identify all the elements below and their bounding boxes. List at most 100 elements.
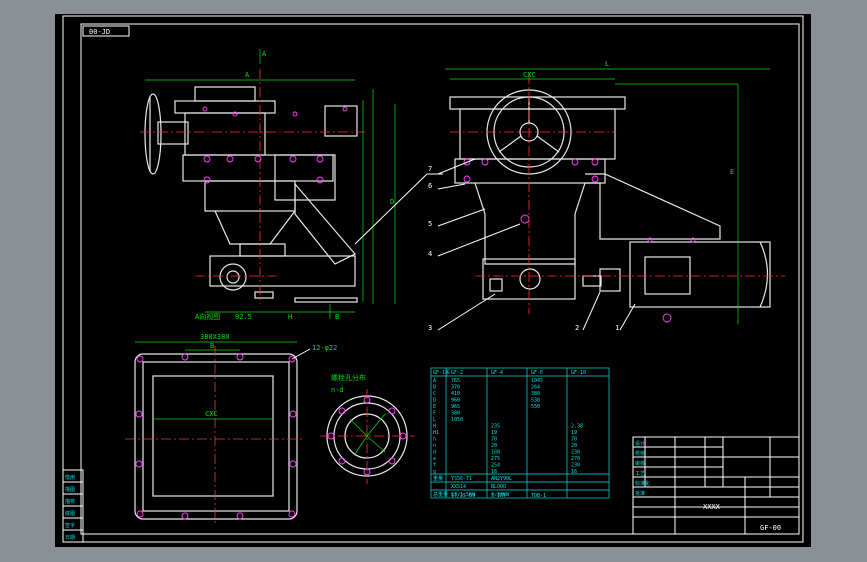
table-cell: E (433, 404, 436, 410)
table-header: GF-10 (571, 370, 586, 376)
table-cell: 16 (491, 469, 497, 475)
table-cell: h (433, 437, 436, 443)
table-cell: n (433, 443, 436, 449)
flange-sub: 螺栓孔分布 (331, 373, 366, 382)
title-row-label: 设计 (635, 440, 645, 447)
table-footer-cell: XXS14 (451, 484, 466, 490)
table-cell: 965 (451, 404, 460, 410)
left-row-label: 签字 (65, 522, 75, 529)
view-a-text: A向视图 (195, 312, 220, 321)
table-footer-cell: GS-1.5KW (451, 492, 476, 498)
table-cell: 264 (531, 385, 540, 391)
table-cell: D (433, 398, 436, 404)
dim-e: E (730, 168, 734, 176)
table-cell: H (433, 424, 436, 430)
view-arrow: A (262, 50, 267, 58)
frame-label: 00-JD (89, 28, 110, 36)
dim-l: L (605, 60, 609, 68)
callout-5: 5 (428, 220, 432, 228)
callout-2: 2 (575, 324, 579, 332)
table-cell: 230 (571, 463, 580, 469)
table-cell: 70 (571, 437, 577, 443)
engineering-drawing: 00-JD (62, 15, 804, 543)
table-cell: 180 (491, 450, 500, 456)
table-cell: 19 (491, 430, 497, 436)
left-row-label: 日期 (65, 535, 75, 541)
table-cell: 410 (451, 391, 460, 397)
callout-3: 3 (428, 324, 432, 332)
inner-frame (80, 23, 800, 535)
table-cell: 1045 (531, 378, 543, 384)
left-row-label: 底图 (65, 510, 75, 517)
table-footer-cell: S-IAY (491, 493, 506, 499)
table-cell: 20 (491, 443, 497, 449)
table-cell: 370 (451, 385, 460, 391)
flange-plan-view: 380X380 B CXC 12-φ22 (125, 333, 337, 526)
dim-d: D (390, 198, 394, 206)
table-header: GF-6 (531, 370, 543, 376)
table-cell: F (433, 411, 436, 417)
table-cell: e (433, 456, 436, 462)
table-cell: 550 (531, 404, 540, 410)
bottom-cxc: CXC (205, 410, 218, 418)
table-cell: H1 (433, 430, 439, 436)
table-cell: A (433, 378, 436, 384)
table-footer-cell: TDB-1 (531, 493, 546, 499)
table-cell: 275 (491, 456, 500, 462)
table-footer-cell: AN2Y90L (491, 476, 512, 482)
title-mid: XXXX (703, 503, 721, 511)
callout-6: 6 (428, 182, 432, 190)
table-footer-cell: BLOOO (491, 484, 506, 490)
table-cell: L (433, 417, 436, 423)
table-cell: 538 (531, 398, 540, 404)
side-view: L CXC E 7 6 5 4 (428, 60, 785, 332)
table-cell: B (433, 385, 436, 391)
table-footer-cell: YS56-T1 (451, 476, 472, 482)
round-flange-view: n-d 螺栓孔分布 (320, 373, 415, 484)
table-cell: 254 (491, 463, 500, 469)
left-row-label: 描校 (65, 498, 75, 505)
table-cell: 19 (571, 430, 577, 436)
frame-label-box (82, 25, 130, 37)
callout-4: 4 (428, 250, 432, 258)
title-row-label: 校核 (635, 450, 645, 457)
outer-frame (62, 15, 804, 543)
title-name: GF-00 (760, 524, 781, 532)
table-cell: 380 (451, 411, 460, 417)
table-cell: g (433, 469, 436, 475)
hole-spec: 12-φ22 (312, 344, 337, 352)
table-cell: C (433, 391, 436, 397)
table-cell: 380 (531, 391, 540, 397)
table-cell: 765 (451, 378, 460, 384)
table-cell: 2.38 (571, 424, 583, 430)
drawing-canvas[interactable]: 00-JD (55, 14, 811, 547)
table-footer-cell: 17/25-B9 (451, 493, 475, 499)
table-cell: 235 (491, 424, 500, 430)
bottom-b: B (210, 342, 214, 350)
title-row-label: 工艺 (635, 471, 645, 477)
callout-1: 1 (615, 324, 619, 332)
bottom-size: 380X380 (200, 333, 230, 341)
table-cell: 230 (571, 450, 580, 456)
table-footer-cell: 重量 (433, 475, 443, 482)
title-row-label: 标准化 (635, 480, 650, 487)
front-view: A A D H 92.5 A向视图 B (140, 49, 443, 321)
callout-7: 7 (428, 165, 432, 173)
dim-cxc-side: CXC (523, 71, 536, 79)
dim-b-side: B (335, 313, 339, 321)
table-cell: 270 (571, 456, 580, 462)
table-cell: 20 (571, 443, 577, 449)
table-header: GF-1系 (433, 369, 450, 376)
dim-a: A (245, 71, 250, 79)
table-footer-cell: 4~30KW (491, 492, 510, 498)
table-cell: f (433, 463, 436, 469)
left-row-label: 借用 (65, 474, 75, 481)
left-row-label: 描图 (65, 486, 75, 493)
flange-text: n-d (331, 386, 344, 394)
dim-h: H (288, 313, 292, 321)
table-header: GF-2 (451, 370, 463, 376)
title-row-label: 审核 (635, 460, 645, 467)
